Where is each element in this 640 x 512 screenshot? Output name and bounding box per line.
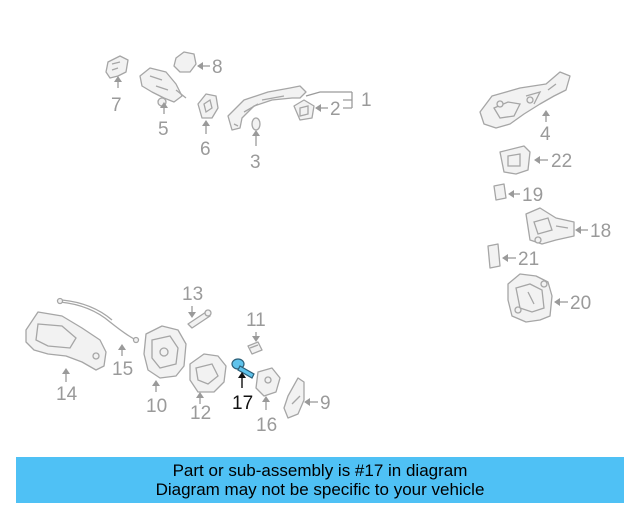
callout-3: 3 bbox=[250, 152, 261, 173]
callout-7: 7 bbox=[111, 95, 122, 116]
part-22-bracket bbox=[499, 145, 531, 175]
arrow-10 bbox=[152, 380, 160, 386]
arrow-16 bbox=[262, 396, 270, 402]
callout-17: 17 bbox=[232, 393, 253, 414]
part-10-latch bbox=[143, 325, 187, 379]
part-12-actuator bbox=[189, 353, 227, 393]
part-9-bracket bbox=[283, 377, 305, 419]
arrow-17 bbox=[238, 372, 246, 378]
part-1-outside-handle bbox=[227, 85, 307, 131]
part-8-cap bbox=[173, 51, 197, 73]
callout-22: 22 bbox=[551, 151, 572, 172]
arrow-9 bbox=[304, 398, 310, 406]
callout-9: 9 bbox=[320, 393, 331, 414]
info-banner: Part or sub-assembly is #17 in diagram D… bbox=[16, 457, 624, 503]
callout-4: 4 bbox=[540, 124, 551, 145]
banner-line-2: Diagram may not be specific to your vehi… bbox=[155, 480, 485, 499]
part-20-hinge bbox=[507, 273, 553, 323]
callout-20: 20 bbox=[570, 293, 591, 314]
arrow-11 bbox=[252, 336, 260, 342]
callout-12: 12 bbox=[190, 403, 211, 424]
part-4-carrier bbox=[479, 71, 571, 129]
callout-2: 2 bbox=[330, 99, 341, 120]
callout-6: 6 bbox=[200, 139, 211, 160]
callout-19: 19 bbox=[522, 185, 543, 206]
part-5-lock-cylinder bbox=[139, 67, 187, 107]
arrow-5 bbox=[160, 102, 168, 108]
callout-11: 11 bbox=[246, 310, 266, 331]
part-14-inside-handle bbox=[25, 311, 107, 371]
lead-1 bbox=[305, 91, 352, 97]
arrow-12 bbox=[196, 392, 204, 398]
callout-14: 14 bbox=[56, 384, 78, 405]
arrow-13 bbox=[188, 312, 196, 318]
arrow-21 bbox=[502, 254, 508, 262]
part-7-bracket bbox=[105, 55, 129, 79]
part-11-bolt bbox=[247, 341, 263, 355]
arrow-8 bbox=[197, 62, 203, 70]
banner-line-1: Part or sub-assembly is #17 in diagram bbox=[172, 461, 468, 480]
callout-10: 10 bbox=[146, 396, 167, 417]
callout-15: 15 bbox=[112, 359, 133, 380]
arrow-22 bbox=[534, 156, 540, 164]
arrow-20 bbox=[554, 298, 560, 306]
arrow-15 bbox=[118, 344, 126, 350]
part-2-handle-gasket bbox=[293, 99, 315, 121]
arrow-7 bbox=[114, 76, 122, 82]
part-21-pad bbox=[487, 243, 501, 269]
callout-21: 21 bbox=[518, 249, 539, 270]
callout-1: 1 bbox=[361, 90, 372, 111]
callout-16: 16 bbox=[256, 415, 277, 436]
callout-13: 13 bbox=[182, 284, 203, 305]
callout-18: 18 bbox=[590, 221, 611, 242]
part-15-cable bbox=[56, 297, 140, 344]
arrow-18 bbox=[575, 226, 581, 234]
arrow-2 bbox=[315, 104, 321, 112]
part-16-striker bbox=[255, 367, 281, 397]
arrow-19 bbox=[508, 190, 514, 198]
part-19-pad bbox=[493, 183, 507, 201]
arrow-6 bbox=[202, 120, 210, 126]
arrow-3 bbox=[252, 130, 260, 136]
part-3-clip bbox=[251, 117, 261, 131]
part-18-hinge bbox=[525, 207, 575, 245]
callout-8: 8 bbox=[212, 57, 223, 78]
bracket-1 bbox=[343, 92, 353, 109]
callout-5: 5 bbox=[158, 119, 169, 140]
part-17-screw-highlighted bbox=[231, 358, 255, 379]
arrow-14 bbox=[62, 368, 70, 374]
arrow-4 bbox=[542, 110, 550, 116]
part-6-gasket bbox=[197, 93, 219, 119]
part-13-screw bbox=[187, 309, 212, 329]
